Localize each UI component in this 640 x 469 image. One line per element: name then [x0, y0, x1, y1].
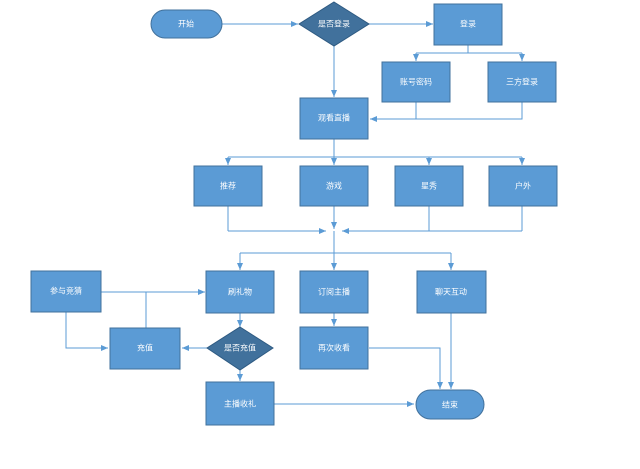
node-watch-again-label: 再次收看: [318, 343, 350, 353]
node-login-check: 是否登录: [298, 1, 370, 47]
edge-guess-to-recharge: [65, 312, 108, 351]
node-chat-label: 聊天互动: [435, 287, 467, 297]
edge-third-party-to-watch: [416, 102, 523, 120]
node-star-show: 星秀: [394, 165, 464, 207]
edge-account-to-watch: [370, 102, 417, 122]
node-host-receive: 主播收礼: [205, 381, 275, 426]
node-subscribe: 订阅主播: [299, 270, 369, 314]
node-game: 游戏: [299, 165, 369, 207]
node-send-gift: 刷礼物: [205, 270, 275, 314]
node-host-receive-label: 主播收礼: [224, 399, 256, 409]
edge-actions-split: [240, 231, 451, 254]
node-star-show-label: 星秀: [421, 181, 437, 191]
edges: [65, 21, 525, 407]
node-account-password-label: 账号密码: [400, 77, 432, 87]
node-send-gift-label: 刷礼物: [228, 287, 252, 297]
edge-again-to-end: [369, 347, 443, 389]
node-outdoor: 户外: [488, 165, 558, 207]
node-recharge: 充值: [109, 327, 181, 370]
node-guess: 参与竞猜: [30, 270, 102, 313]
node-recharge-check-label: 是否充值: [224, 343, 256, 353]
node-login: 登录: [433, 3, 503, 46]
node-third-party-login: 三方登录: [487, 61, 557, 103]
node-end: 结束: [415, 389, 485, 420]
node-account-password: 账号密码: [381, 61, 451, 103]
node-guess-label: 参与竞猜: [50, 286, 82, 296]
node-login-check-label: 是否登录: [318, 19, 350, 29]
node-login-label: 登录: [460, 19, 476, 29]
node-third-party-login-label: 三方登录: [506, 77, 538, 87]
node-start-label: 开始: [178, 19, 194, 29]
node-recharge-label: 充值: [137, 343, 153, 353]
node-outdoor-label: 户外: [515, 181, 531, 191]
node-start: 开始: [150, 9, 223, 39]
node-chat: 聊天互动: [416, 270, 487, 314]
node-recommend-label: 推荐: [220, 181, 236, 191]
node-watch-live-label: 观看直播: [318, 113, 350, 123]
node-watch-again: 再次收看: [299, 326, 369, 370]
edge-login-split: [416, 45, 522, 54]
node-recommend: 推荐: [193, 165, 263, 207]
node-end-label: 结束: [442, 400, 458, 410]
node-subscribe-label: 订阅主播: [318, 287, 350, 297]
edge-watch-split: [228, 139, 522, 158]
node-game-label: 游戏: [326, 181, 342, 191]
node-recharge-check: 是否充值: [206, 326, 274, 371]
node-watch-live: 观看直播: [299, 97, 369, 140]
